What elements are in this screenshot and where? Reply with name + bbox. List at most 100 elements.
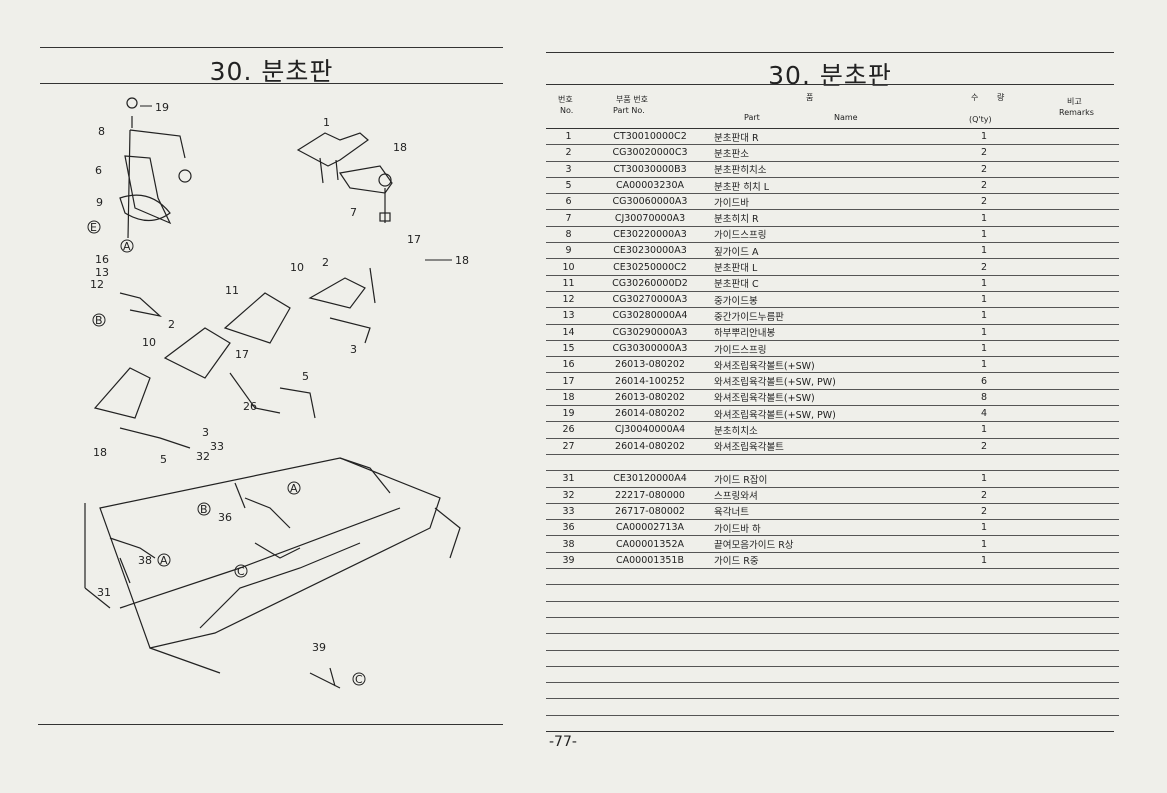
row-part-number: CA00001352A: [591, 535, 709, 553]
row-number: 7: [546, 209, 591, 227]
parts-list-table: 번호 No. 부품 번호 Part No. 품 명 Part Name 수 량 …: [546, 88, 1119, 716]
row-quantity: 1: [939, 307, 1029, 325]
row-part-name: 가이드 R잡이: [709, 470, 939, 488]
header-no-en: No.: [560, 106, 574, 115]
row-number: 26: [546, 421, 591, 439]
row-quantity: 1: [939, 552, 1029, 570]
row-remarks: [1029, 193, 1119, 211]
row-part-number: 22217-080000: [591, 487, 709, 504]
row-remarks: [1029, 421, 1119, 439]
row-part-name: 분초판대 R: [709, 128, 939, 146]
empty-row: [546, 698, 1119, 716]
svg-text:2: 2: [168, 318, 175, 331]
row-quantity: 1: [939, 535, 1029, 553]
row-part-number: CG30020000C3: [591, 144, 709, 162]
row-number: 14: [546, 324, 591, 341]
svg-text:38: 38: [138, 554, 152, 567]
row-remarks: [1029, 519, 1119, 537]
row-remarks: [1029, 340, 1119, 358]
svg-text:39: 39: [312, 641, 326, 654]
row-remarks: [1029, 372, 1119, 390]
svg-text:6: 6: [95, 164, 102, 177]
svg-text:12: 12: [90, 278, 104, 291]
row-quantity: 4: [939, 405, 1029, 423]
svg-text:11: 11: [225, 284, 239, 297]
row-part-name: 와셔조립육각볼트(+SW): [709, 389, 939, 407]
row-part-name: 분초판대 L: [709, 258, 939, 276]
row-part-name: 중가이드봉: [709, 291, 939, 309]
row-number: 17: [546, 372, 591, 390]
row-number: 12: [546, 291, 591, 309]
row-part-name: 분초판히치소: [709, 161, 939, 178]
row-part-name: 분초판 히치 L: [709, 177, 939, 195]
row-number: 27: [546, 438, 591, 455]
row-quantity: 1: [939, 340, 1029, 358]
row-quantity: 1: [939, 324, 1029, 341]
svg-text:E: E: [90, 221, 97, 234]
row-quantity: 1: [939, 128, 1029, 146]
row-part-number: CA00003230A: [591, 177, 709, 195]
empty-row: [546, 682, 1119, 700]
svg-text:31: 31: [97, 586, 111, 599]
header-part-no-en: Part No.: [613, 106, 645, 115]
row-part-name: 가이드바: [709, 193, 939, 211]
row-number: 11: [546, 275, 591, 292]
row-part-number: CJ30040000A4: [591, 421, 709, 439]
row-remarks: [1029, 275, 1119, 292]
row-quantity: 2: [939, 503, 1029, 521]
svg-text:7: 7: [350, 206, 357, 219]
row-part-name: 와셔조립육각볼트(+SW, PW): [709, 372, 939, 390]
row-part-number: CT30030000B3: [591, 161, 709, 178]
row-part-name: 와셔조립육각볼트: [709, 438, 939, 455]
svg-text:8: 8: [98, 125, 105, 138]
header-qty-ko-1: 수: [971, 93, 979, 102]
row-part-number: CA00002713A: [591, 519, 709, 537]
row-part-name: 가이드스프링: [709, 226, 939, 244]
header-qty-en: (Q'ty): [969, 115, 992, 124]
right-page-title: 30. 분초판: [768, 61, 892, 90]
row-remarks: [1029, 128, 1119, 146]
row-quantity: [939, 454, 1029, 472]
empty-row: [546, 633, 1119, 651]
row-part-number: CG30300000A3: [591, 340, 709, 358]
row-remarks: [1029, 552, 1119, 570]
row-part-number: 26013-080202: [591, 389, 709, 407]
row-remarks: [1029, 258, 1119, 276]
header-remarks-ko: 비고: [1067, 97, 1082, 106]
row-part-number: 26014-100252: [591, 372, 709, 390]
row-part-name: 와셔조립육각볼트(+SW): [709, 356, 939, 374]
row-number: 8: [546, 226, 591, 244]
row-remarks: [1029, 487, 1119, 504]
header-part-no-ko: 부품 번호: [616, 95, 648, 104]
row-quantity: 1: [939, 209, 1029, 227]
empty-row: [546, 650, 1119, 667]
row-part-name: [709, 454, 939, 472]
empty-row: [546, 666, 1119, 684]
row-number: 2: [546, 144, 591, 162]
header-no-ko: 번호: [558, 95, 573, 104]
row-part-number: 26014-080202: [591, 405, 709, 423]
row-part-name: 분초히치소: [709, 421, 939, 439]
empty-row: [546, 601, 1119, 618]
row-part-name: 와셔조립육각볼트(+SW, PW): [709, 405, 939, 423]
row-quantity: 2: [939, 144, 1029, 162]
row-quantity: 1: [939, 226, 1029, 244]
row-quantity: 2: [939, 161, 1029, 178]
svg-text:10: 10: [290, 261, 304, 274]
row-remarks: [1029, 226, 1119, 244]
svg-text:5: 5: [302, 370, 309, 383]
row-number: 16: [546, 356, 591, 374]
svg-text:18: 18: [455, 254, 469, 267]
row-quantity: 2: [939, 438, 1029, 455]
